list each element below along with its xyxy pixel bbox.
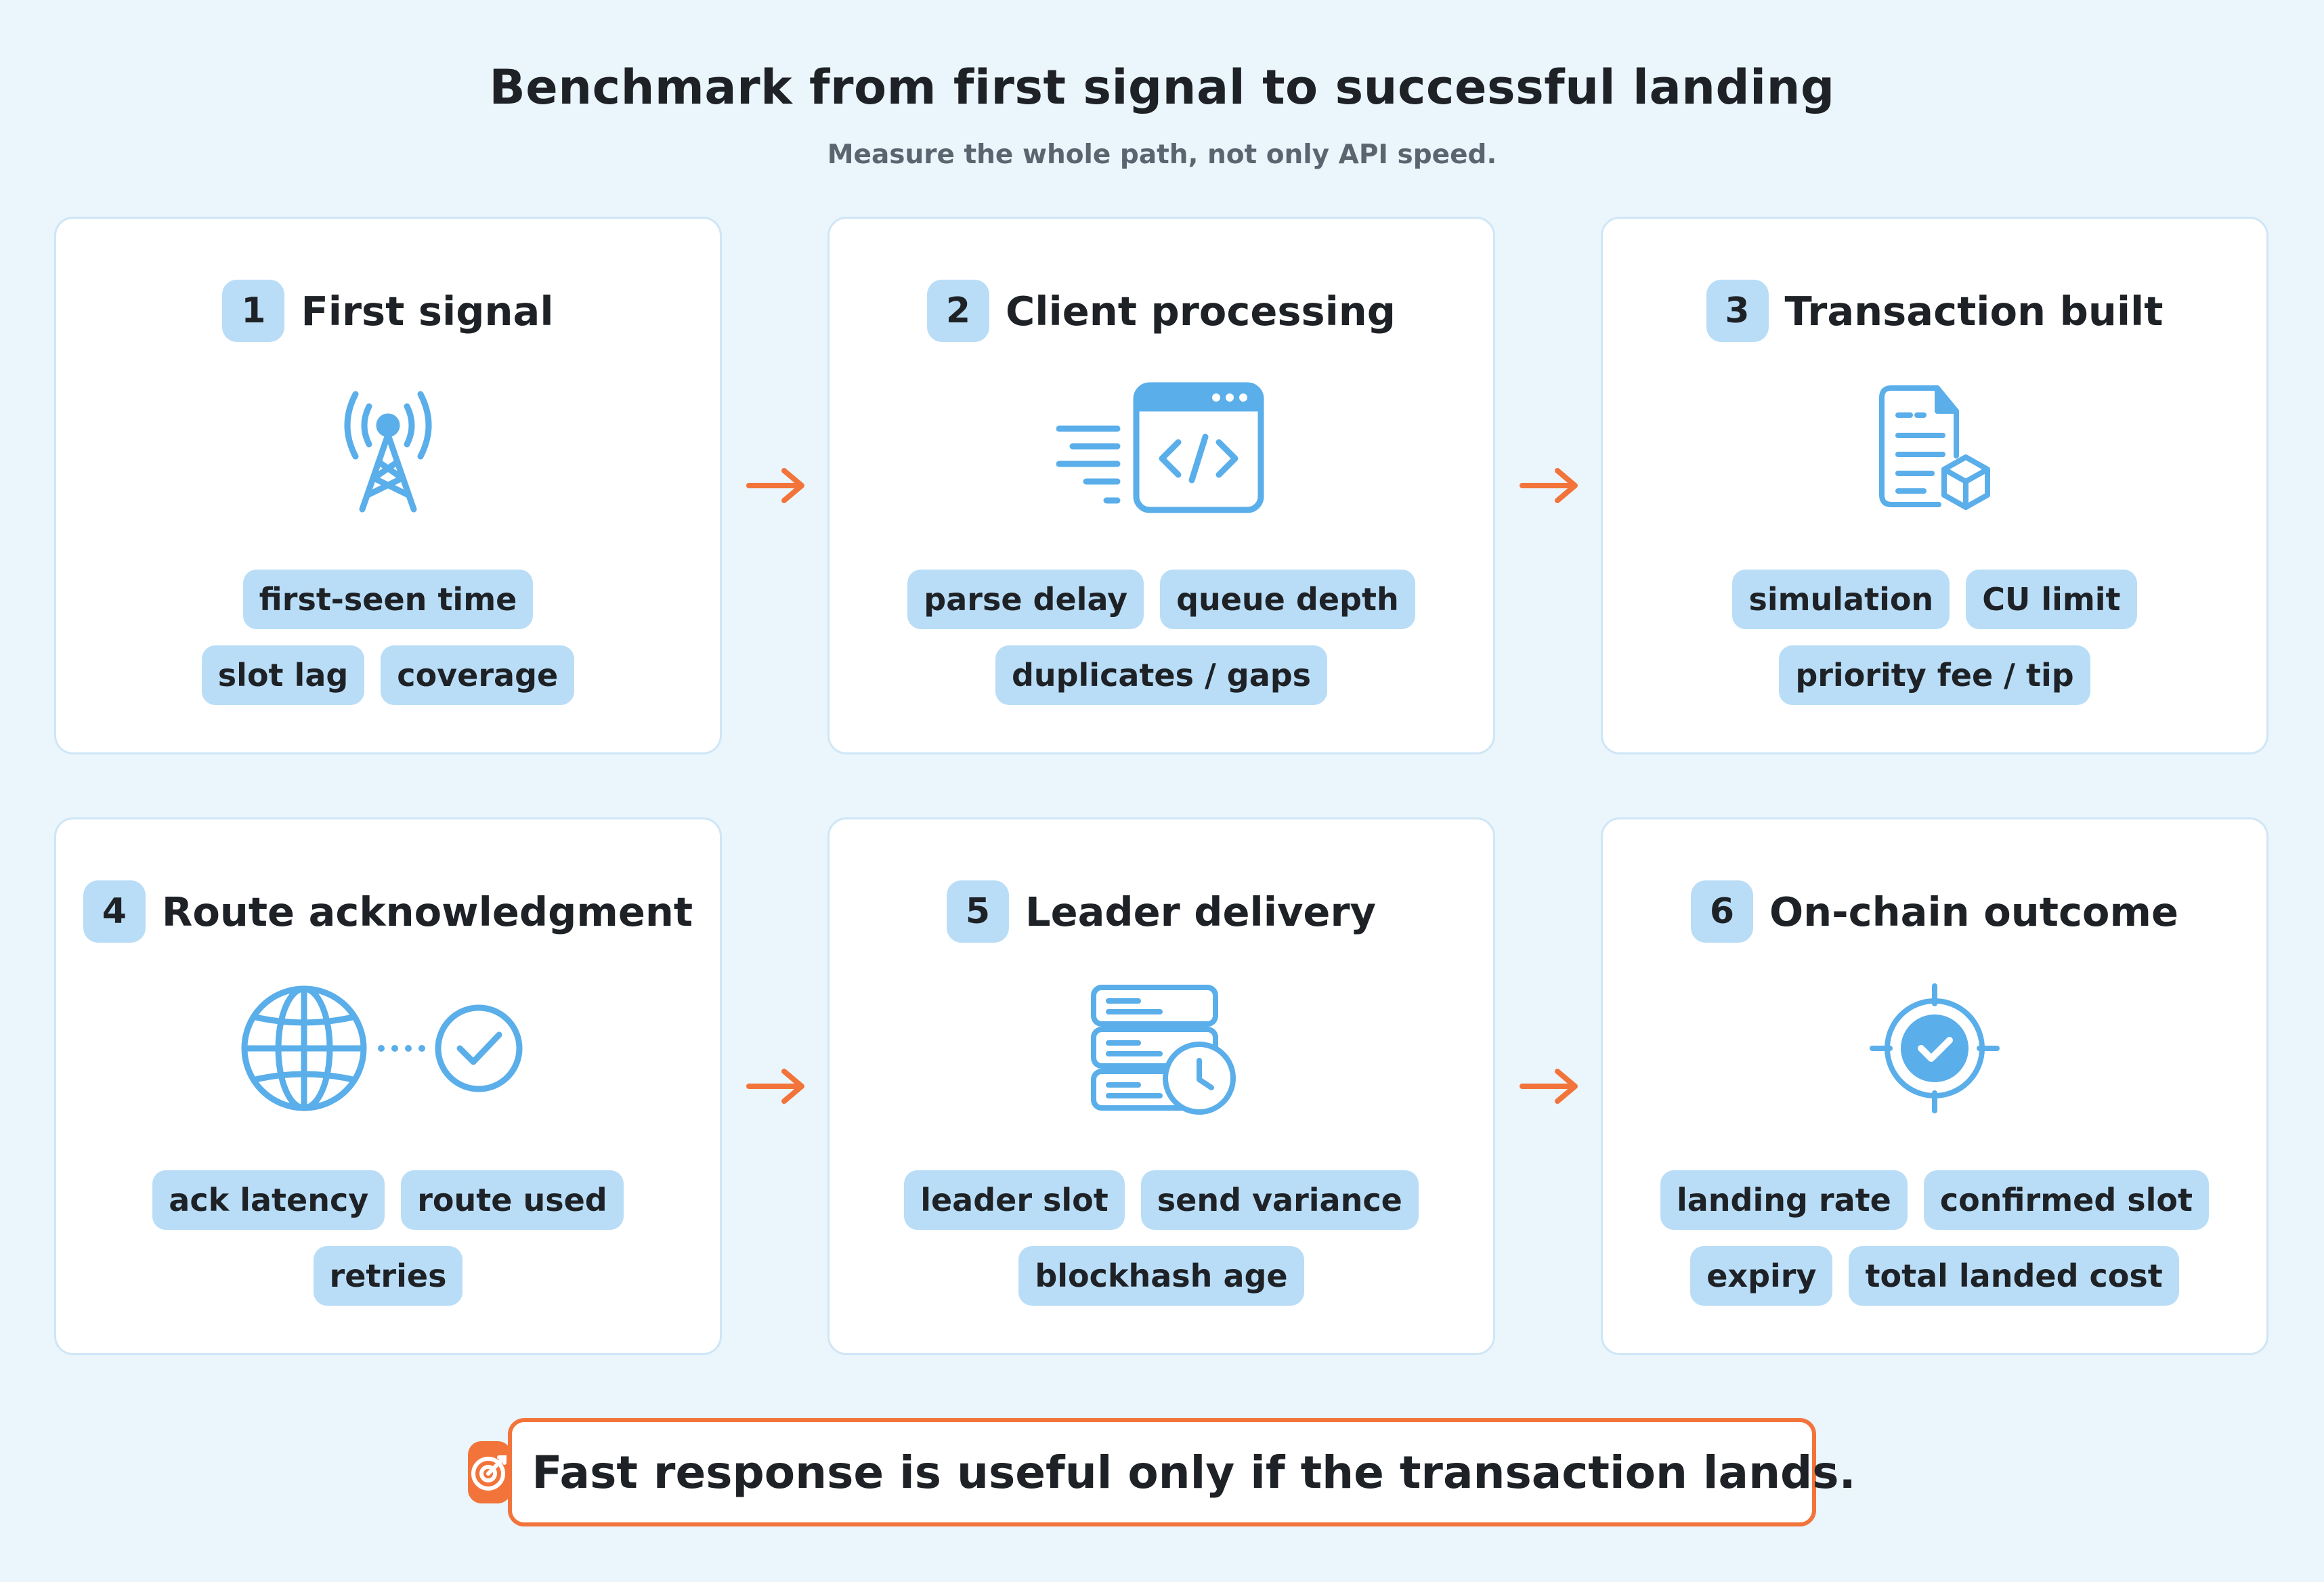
server-clock-icon xyxy=(1091,985,1236,1115)
step-card-leader-delivery: 5 Leader delivery leader slot send varia… xyxy=(827,817,1495,1355)
step-number: 1 xyxy=(222,280,285,342)
step-number: 3 xyxy=(1706,280,1769,342)
step-title: Leader delivery xyxy=(1025,888,1377,935)
metric-tag: expiry xyxy=(1690,1246,1833,1306)
step-number: 4 xyxy=(83,880,146,943)
step-title: Route acknowledgment xyxy=(161,888,693,935)
metric-tag: landing rate xyxy=(1660,1170,1908,1230)
step-card-client-processing: 2 Client processing parse delay queue de… xyxy=(827,217,1495,754)
step-number: 5 xyxy=(946,880,1009,943)
callout-text: Fast response is useful only if the tran… xyxy=(532,1446,1856,1499)
metric-tag: send variance xyxy=(1140,1170,1419,1230)
arrow-right-icon xyxy=(746,1069,804,1104)
metric-tag: first-seen time xyxy=(242,570,534,629)
document-block-icon xyxy=(1879,385,1990,510)
metric-tag: confirmed slot xyxy=(1923,1170,2210,1230)
step-number: 6 xyxy=(1691,880,1754,943)
metric-tag: duplicates / gaps xyxy=(995,645,1328,705)
metric-tag: retries xyxy=(313,1246,463,1306)
target-check-icon xyxy=(1870,983,2000,1113)
metric-tag: leader slot xyxy=(904,1170,1125,1230)
code-window-icon xyxy=(1056,382,1264,513)
step-title: First signal xyxy=(301,287,554,335)
metric-tag: priority fee / tip xyxy=(1779,645,2090,705)
key-takeaway-callout: Fast response is useful only if the tran… xyxy=(468,1418,1856,1526)
arrow-right-icon xyxy=(1520,1069,1578,1104)
metric-tag: simulation xyxy=(1732,570,1950,629)
metric-tag: CU limit xyxy=(1966,570,2137,629)
metric-tag: total landed cost xyxy=(1849,1246,2179,1306)
arrow-right-icon xyxy=(1520,468,1578,503)
page-subtitle: Measure the whole path, not only API spe… xyxy=(827,140,1497,170)
step-card-transaction-built: 3 Transaction built simulation CU limit … xyxy=(1601,217,2268,754)
step-number: 2 xyxy=(926,280,989,342)
metric-tag: route used xyxy=(401,1170,624,1230)
step-card-on-chain-outcome: 6 On-chain outcome landing rate confirme… xyxy=(1601,817,2268,1355)
bullseye-icon xyxy=(468,1441,512,1503)
radio-tower-icon xyxy=(344,391,432,513)
step-title: Transaction built xyxy=(1784,287,2164,335)
metric-tag: ack latency xyxy=(152,1170,385,1230)
metric-tag: coverage xyxy=(381,645,575,705)
step-card-first-signal: 1 First signal first-seen time slot lag … xyxy=(54,217,722,754)
page-title: Benchmark from first signal to successfu… xyxy=(489,60,1835,115)
step-title: Client processing xyxy=(1005,287,1396,335)
metric-tag: slot lag xyxy=(201,645,365,705)
step-card-route-acknowledgment: 4 Route acknowledgment ack latency route… xyxy=(54,817,722,1355)
globe-check-icon xyxy=(241,985,523,1111)
metric-tag: parse delay xyxy=(907,570,1144,629)
arrow-right-icon xyxy=(746,468,804,503)
step-title: On-chain outcome xyxy=(1769,888,2178,935)
metric-tag: blockhash age xyxy=(1018,1246,1304,1306)
metric-tag: queue depth xyxy=(1160,570,1415,629)
